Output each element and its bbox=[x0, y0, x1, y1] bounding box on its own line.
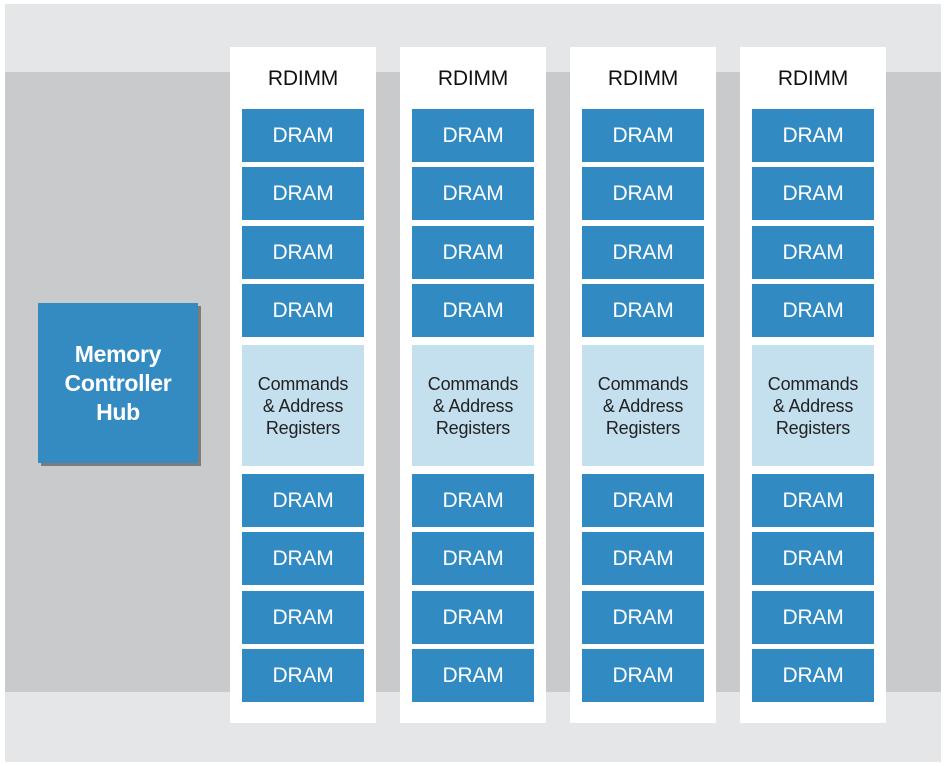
dram-chip: DRAM bbox=[582, 474, 704, 527]
dram-chip: DRAM bbox=[752, 226, 874, 279]
dram-chip: DRAM bbox=[412, 226, 534, 279]
dram-chip: DRAM bbox=[242, 226, 364, 279]
rdimm-module-2: RDIMM DRAM DRAM DRAM DRAM Commands & Add… bbox=[400, 47, 546, 723]
memory-controller-hub: Memory Controller Hub bbox=[38, 303, 198, 463]
dram-chip: DRAM bbox=[582, 167, 704, 220]
dram-chip: DRAM bbox=[412, 474, 534, 527]
command-address-registers: Commands & Address Registers bbox=[242, 345, 364, 466]
registers-label: Commands & Address Registers bbox=[257, 373, 349, 438]
dram-chip: DRAM bbox=[242, 591, 364, 644]
dram-chip: DRAM bbox=[752, 474, 874, 527]
memory-controller-hub-label: Memory Controller Hub bbox=[64, 340, 172, 425]
command-address-registers: Commands & Address Registers bbox=[752, 345, 874, 466]
dram-chip: DRAM bbox=[242, 167, 364, 220]
dram-chip: DRAM bbox=[412, 167, 534, 220]
dram-chip: DRAM bbox=[412, 591, 534, 644]
rdimm-title: RDIMM bbox=[777, 67, 849, 90]
registers-label: Commands & Address Registers bbox=[597, 373, 689, 438]
dram-chip: DRAM bbox=[752, 284, 874, 337]
registers-label: Commands & Address Registers bbox=[427, 373, 519, 438]
dram-chip: DRAM bbox=[242, 532, 364, 585]
dram-chip: DRAM bbox=[752, 591, 874, 644]
dram-chip: DRAM bbox=[752, 167, 874, 220]
dram-chip: DRAM bbox=[242, 284, 364, 337]
rdimm-title: RDIMM bbox=[607, 67, 679, 90]
dram-chip: DRAM bbox=[412, 649, 534, 702]
registers-label: Commands & Address Registers bbox=[767, 373, 859, 438]
dram-chip: DRAM bbox=[242, 474, 364, 527]
dram-chip: DRAM bbox=[242, 649, 364, 702]
dram-chip: DRAM bbox=[582, 532, 704, 585]
dram-chip: DRAM bbox=[412, 109, 534, 162]
rdimm-module-4: RDIMM DRAM DRAM DRAM DRAM Commands & Add… bbox=[740, 47, 886, 723]
dram-chip: DRAM bbox=[582, 226, 704, 279]
dram-chip: DRAM bbox=[582, 109, 704, 162]
dram-chip: DRAM bbox=[242, 109, 364, 162]
rdimm-module-1: RDIMM DRAM DRAM DRAM DRAM Commands & Add… bbox=[230, 47, 376, 723]
dram-chip: DRAM bbox=[582, 284, 704, 337]
command-address-registers: Commands & Address Registers bbox=[412, 345, 534, 466]
rdimm-title: RDIMM bbox=[267, 67, 339, 90]
dram-chip: DRAM bbox=[412, 284, 534, 337]
dram-chip: DRAM bbox=[412, 532, 534, 585]
command-address-registers: Commands & Address Registers bbox=[582, 345, 704, 466]
dram-chip: DRAM bbox=[582, 591, 704, 644]
dram-chip: DRAM bbox=[752, 532, 874, 585]
dram-chip: DRAM bbox=[752, 649, 874, 702]
rdimm-title: RDIMM bbox=[437, 67, 509, 90]
dram-chip: DRAM bbox=[582, 649, 704, 702]
rdimm-module-3: RDIMM DRAM DRAM DRAM DRAM Commands & Add… bbox=[570, 47, 716, 723]
dram-chip: DRAM bbox=[752, 109, 874, 162]
